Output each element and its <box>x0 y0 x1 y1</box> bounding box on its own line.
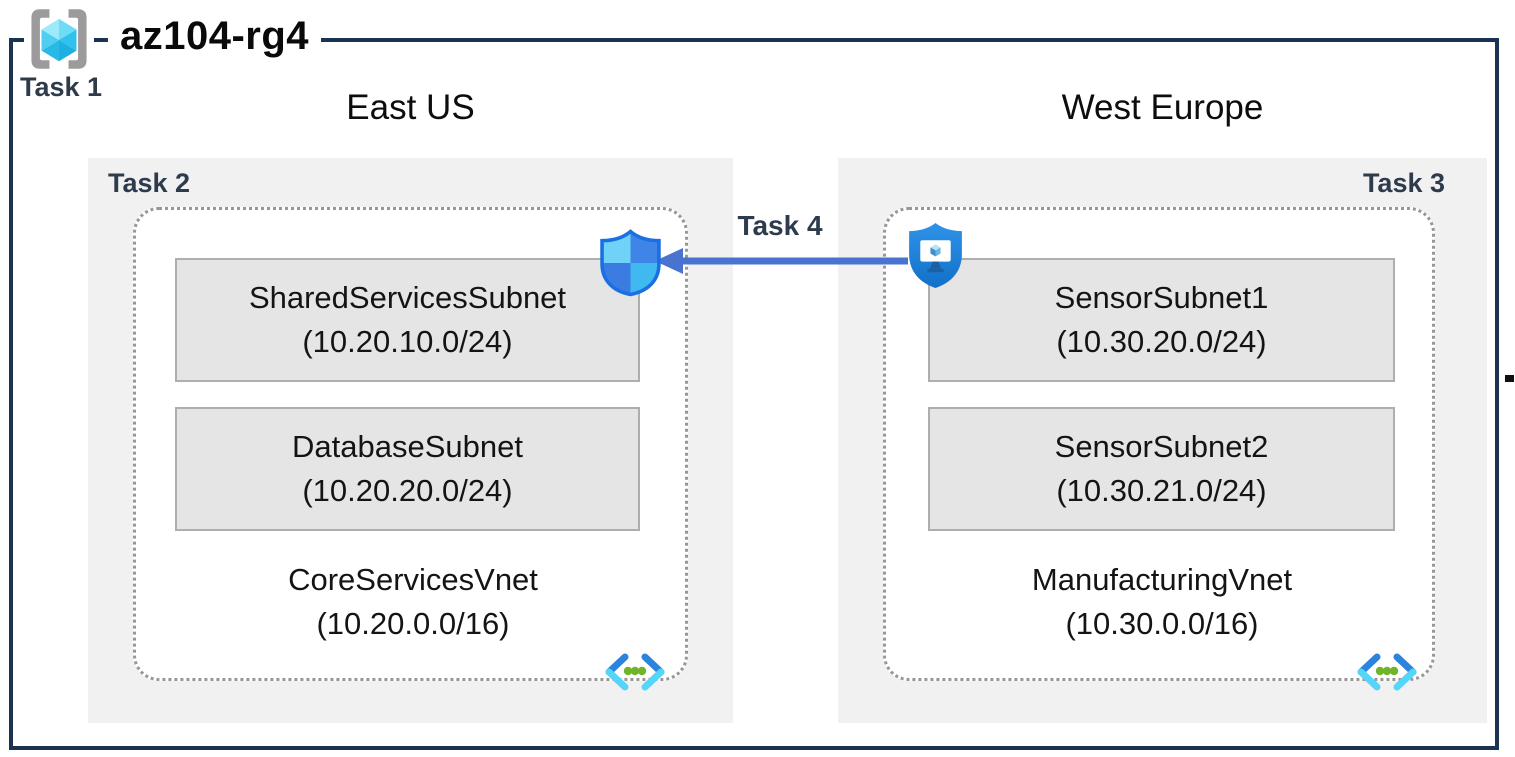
peering-arrow <box>653 243 911 279</box>
shield-icon <box>599 229 662 297</box>
subnet-cidr: (10.30.20.0/24) <box>1056 324 1267 359</box>
resource-group-title: az104-rg4 <box>108 12 322 61</box>
vnet-cidr: (10.30.0.0/16) <box>1065 606 1259 642</box>
sensor-subnet-2: SensorSubnet2 (10.30.21.0/24) <box>928 407 1395 531</box>
vnet-chevrons-icon <box>602 650 668 694</box>
database-subnet: DatabaseSubnet (10.20.20.0/24) <box>175 407 640 531</box>
resource-group-border <box>9 38 1499 750</box>
subnet-cidr: (10.20.10.0/24) <box>302 324 513 359</box>
region-name-west-europe: West Europe <box>1061 88 1264 127</box>
core-services-vnet-label: CoreServicesVnet (10.20.0.0/16) <box>143 558 683 646</box>
subnet-name: DatabaseSubnet <box>292 428 523 464</box>
task4-label: Task 4 <box>737 210 823 241</box>
resource-group-icon <box>24 4 94 74</box>
shield-monitor-icon <box>907 221 964 290</box>
vnet-name: ManufacturingVnet <box>1031 562 1293 597</box>
sensor-subnet-1: SensorSubnet1 (10.30.20.0/24) <box>928 258 1395 382</box>
shared-services-subnet: SharedServicesSubnet (10.20.10.0/24) <box>175 258 640 382</box>
subnet-cidr: (10.30.21.0/24) <box>1056 473 1267 508</box>
manufacturing-vnet-label: ManufacturingVnet (10.30.0.0/16) <box>896 558 1428 646</box>
stray-dash-mark <box>1505 375 1514 382</box>
subnet-name: SensorSubnet2 <box>1054 428 1269 464</box>
vnet-name: CoreServicesVnet <box>288 562 538 597</box>
task2-label: Task 2 <box>108 168 191 198</box>
vnet-cidr: (10.20.0.0/16) <box>316 606 510 642</box>
subnet-name: SharedServicesSubnet <box>248 279 567 315</box>
task3-label: Task 3 <box>1362 168 1445 198</box>
subnet-name: SensorSubnet1 <box>1054 279 1269 315</box>
vnet-chevrons-icon <box>1354 650 1420 694</box>
task1-label: Task 1 <box>20 72 103 102</box>
region-name-east-us: East US <box>346 88 475 127</box>
subnet-cidr: (10.20.20.0/24) <box>302 473 513 508</box>
